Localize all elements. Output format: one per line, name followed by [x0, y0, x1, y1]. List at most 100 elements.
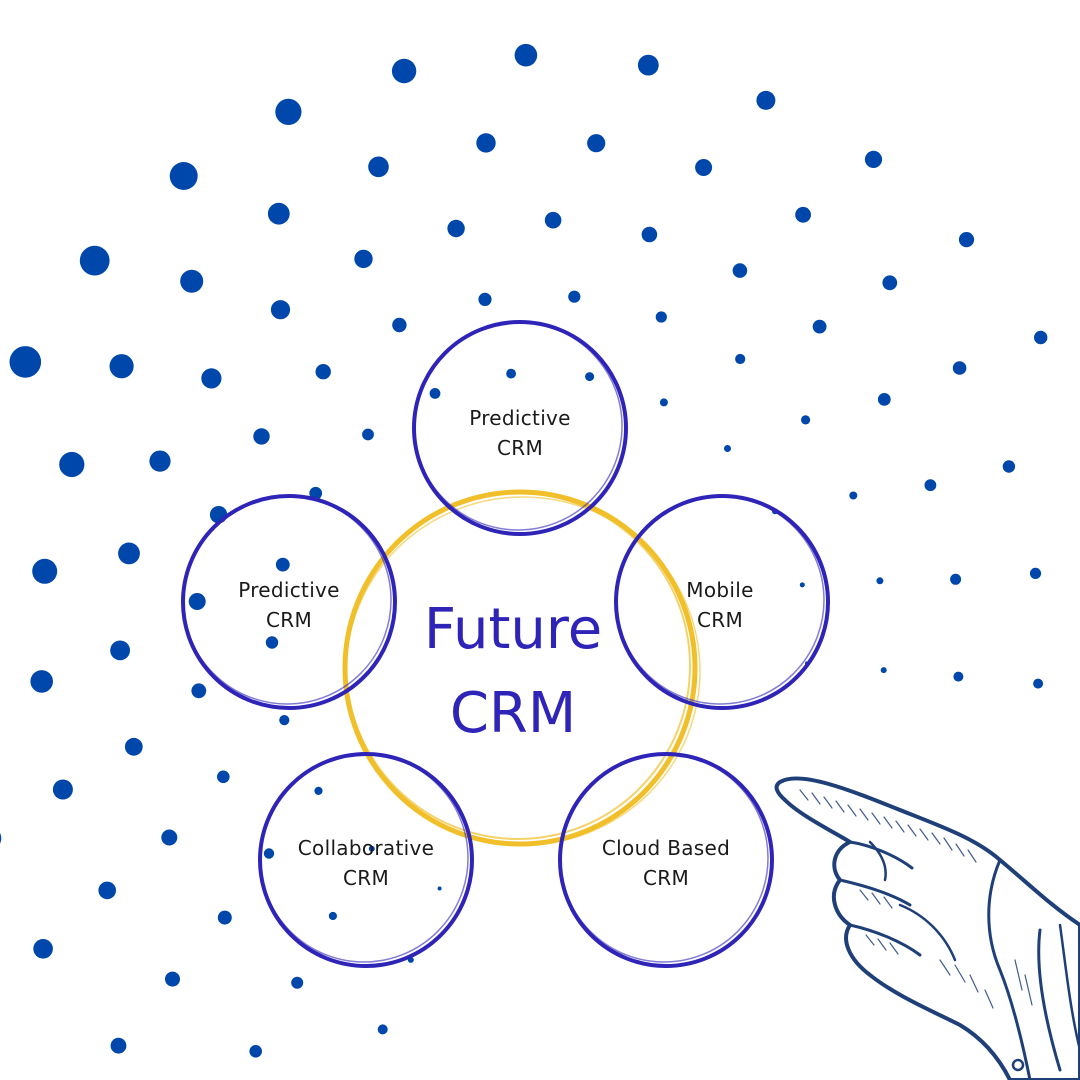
halftone-dot [655, 311, 667, 323]
halftone-dot [950, 573, 962, 585]
halftone-dot [52, 779, 73, 800]
pointing-hand-icon [774, 776, 1080, 1080]
halftone-dot [1002, 460, 1016, 473]
halftone-dot [447, 219, 465, 238]
halftone-dot [368, 845, 375, 852]
node-ring-bottom-right [558, 752, 774, 968]
halftone-dot [1029, 567, 1042, 580]
halftone-dot [544, 211, 562, 229]
center-label: Future CRM [363, 588, 663, 756]
node-label-top-line1: Predictive [469, 406, 571, 430]
node-label-left-line2: CRM [265, 608, 313, 632]
halftone-dot [478, 292, 492, 306]
halftone-dot [169, 162, 198, 190]
halftone-dot [476, 133, 496, 153]
halftone-dot [795, 206, 811, 223]
halftone-dot [98, 881, 116, 900]
halftone-dot [587, 134, 606, 153]
halftone-dot [437, 886, 442, 891]
halftone-dot [958, 232, 975, 248]
center-label-line1: Future [423, 597, 603, 662]
halftone-dot [32, 558, 58, 584]
halftone-dot [756, 90, 776, 110]
halftone-dot [265, 636, 279, 649]
halftone-dot [695, 159, 713, 176]
halftone-dot [641, 226, 658, 243]
halftone-dot [1034, 330, 1048, 345]
halftone-dot [275, 557, 290, 572]
halftone-dot [924, 479, 937, 492]
halftone-dot [161, 829, 178, 846]
halftone-dot [377, 1024, 388, 1035]
halftone-dot [191, 683, 207, 699]
node-label-left-line1: Predictive [238, 578, 340, 602]
node-label-bottom-right-line1: Cloud Based [601, 836, 731, 860]
node-label-top: Predictive CRM [420, 403, 620, 463]
halftone-dot [267, 202, 290, 225]
halftone-dot [724, 445, 731, 452]
halftone-dot [506, 368, 516, 379]
halftone-dot [79, 245, 110, 276]
halftone-dot [952, 361, 967, 375]
halftone-dot [328, 911, 337, 921]
node-ring-top [412, 320, 628, 536]
node-label-bottom-left-line2: CRM [342, 866, 390, 890]
halftone-dot [953, 671, 964, 682]
node-label-bottom-left-line1: Collaborative [297, 836, 435, 860]
halftone-dot [110, 640, 130, 661]
node-label-bottom-right: Cloud Based CRM [566, 833, 766, 893]
halftone-dot [149, 450, 171, 472]
halftone-dot [732, 263, 748, 278]
halftone-dot [585, 372, 595, 382]
halftone-dot [263, 848, 275, 859]
halftone-dot [368, 156, 389, 178]
halftone-dot [876, 577, 884, 585]
halftone-dot [253, 428, 270, 445]
halftone-dot [118, 542, 140, 565]
halftone-dot [314, 786, 323, 796]
halftone-dot [275, 98, 302, 125]
halftone-dot [849, 491, 858, 500]
halftone-dot [637, 54, 659, 76]
halftone-dot [568, 290, 581, 303]
node-label-right-line2: CRM [696, 608, 744, 632]
node-label-bottom-right-line2: CRM [642, 866, 690, 890]
halftone-dot [0, 832, 2, 844]
halftone-dot [864, 150, 883, 168]
node-ring-right [614, 494, 830, 710]
node-label-left: Predictive CRM [189, 575, 389, 635]
halftone-dot [354, 249, 373, 269]
halftone-dot [279, 715, 290, 726]
halftone-dot [309, 486, 323, 500]
halftone-dot [33, 939, 53, 959]
node-ring-left [181, 494, 397, 710]
halftone-dot [801, 415, 811, 425]
halftone-dot [659, 398, 668, 407]
node-ring-bottom-left [258, 752, 474, 968]
halftone-dot [217, 770, 230, 784]
node-label-top-line2: CRM [496, 436, 544, 460]
halftone-dot [735, 353, 746, 365]
halftone-dot [165, 971, 180, 987]
halftone-dot [30, 670, 53, 693]
halftone-dot [188, 593, 206, 610]
node-label-bottom-left: Collaborative CRM [266, 833, 466, 893]
halftone-dot [880, 667, 887, 674]
halftone-dot [799, 582, 805, 588]
node-label-right: Mobile CRM [620, 575, 820, 635]
halftone-dot [109, 354, 134, 379]
halftone-dot [59, 451, 85, 478]
halftone-dot [1033, 678, 1044, 689]
center-ring [342, 489, 701, 847]
halftone-dot [391, 58, 417, 84]
halftone-dot [315, 364, 331, 380]
halftone-dot [270, 300, 291, 320]
dot-pattern [0, 43, 1048, 1058]
halftone-dot [201, 368, 222, 389]
center-label-line2: CRM [449, 681, 577, 746]
halftone-dot [514, 43, 538, 67]
halftone-dot [877, 393, 891, 406]
